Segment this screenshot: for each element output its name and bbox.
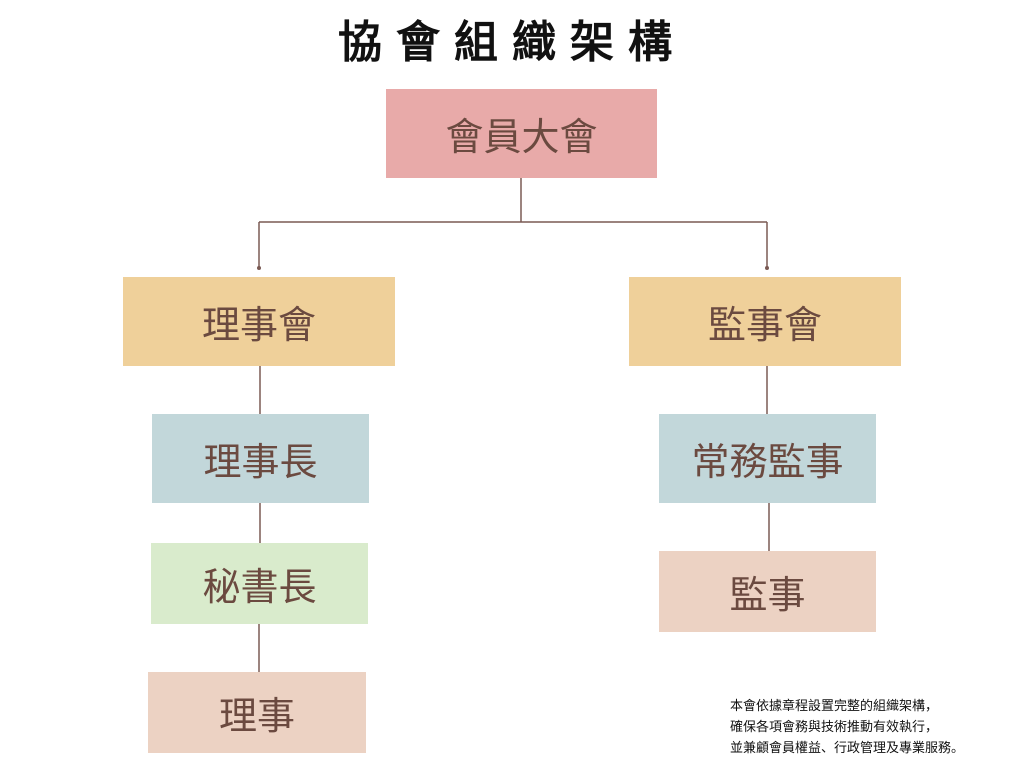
standing-supervisor-label: 常務監事 <box>691 440 844 484</box>
chairman-box: 理事長 <box>152 414 369 503</box>
secretary-general-label: 秘書長 <box>202 565 317 609</box>
page-title: 協會組織架構 <box>338 17 686 68</box>
supervisor-box: 監事 <box>659 551 876 632</box>
supervisory-board-box: 監事會 <box>629 277 901 366</box>
connector-dot-right <box>765 266 769 270</box>
secretary-general-box: 秘書長 <box>151 543 368 624</box>
note-line-2: 確保各項會務與技術推動有效執行， <box>730 720 939 735</box>
description-note: 本會依據章程設置完整的組織架構， 確保各項會務與技術推動有效執行， 並兼顧會員權… <box>730 696 1020 759</box>
board-label: 理事會 <box>201 303 316 347</box>
note-line-3: 並兼顧會員權益、行政管理及專業服務。 <box>730 741 965 756</box>
board-box: 理事會 <box>123 277 395 366</box>
standing-supervisor-box: 常務監事 <box>659 414 876 503</box>
chairman-label: 理事長 <box>203 440 318 484</box>
connector-dot-left <box>257 266 261 270</box>
note-line-1: 本會依據章程設置完整的組織架構， <box>730 699 939 714</box>
director-label: 理事 <box>218 694 295 738</box>
general-assembly-label: 會員大會 <box>445 115 598 159</box>
supervisor-label: 監事 <box>729 573 806 617</box>
director-box: 理事 <box>148 672 366 753</box>
supervisory-board-label: 監事會 <box>707 303 822 347</box>
general-assembly-box: 會員大會 <box>386 89 657 178</box>
